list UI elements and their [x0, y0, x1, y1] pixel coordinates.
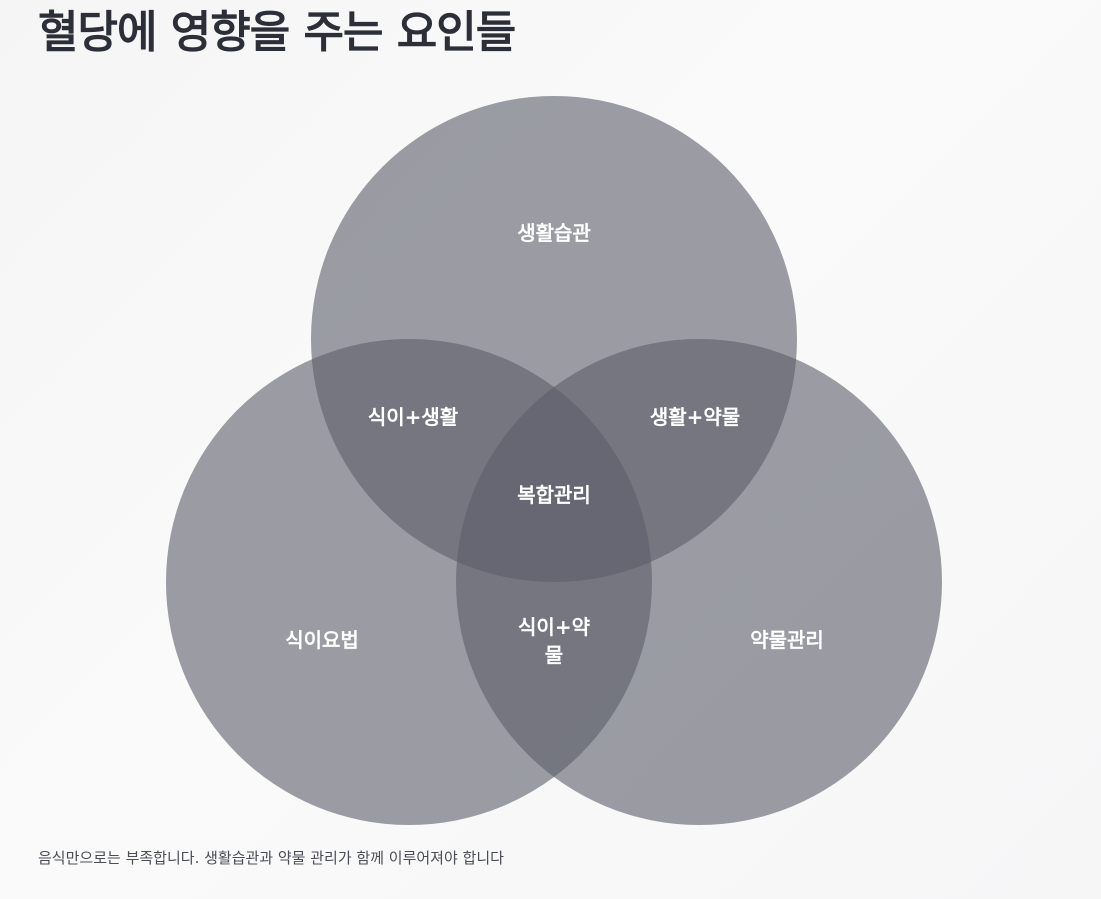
circle-medication [456, 339, 942, 825]
label-medication: 약물관리 [750, 628, 824, 652]
label-diet-lifestyle: 식이+생활 [368, 405, 459, 429]
page-title: 혈당에 영향을 주는 요인들 [38, 7, 516, 58]
caption-note: 음식만으로는 부족합니다. 생활습관과 약물 관리가 함께 이루어져야 합니다 [38, 849, 504, 867]
label-lifestyle: 생활습관 [517, 221, 591, 245]
label-diet-medication-line1: 식이+약 [518, 615, 591, 639]
label-lifestyle-medication: 생활+약물 [650, 405, 740, 429]
label-diet: 식이요법 [285, 628, 359, 652]
label-diet-medication-line2: 물 [545, 643, 563, 667]
label-combined-management: 복합관리 [517, 483, 591, 507]
